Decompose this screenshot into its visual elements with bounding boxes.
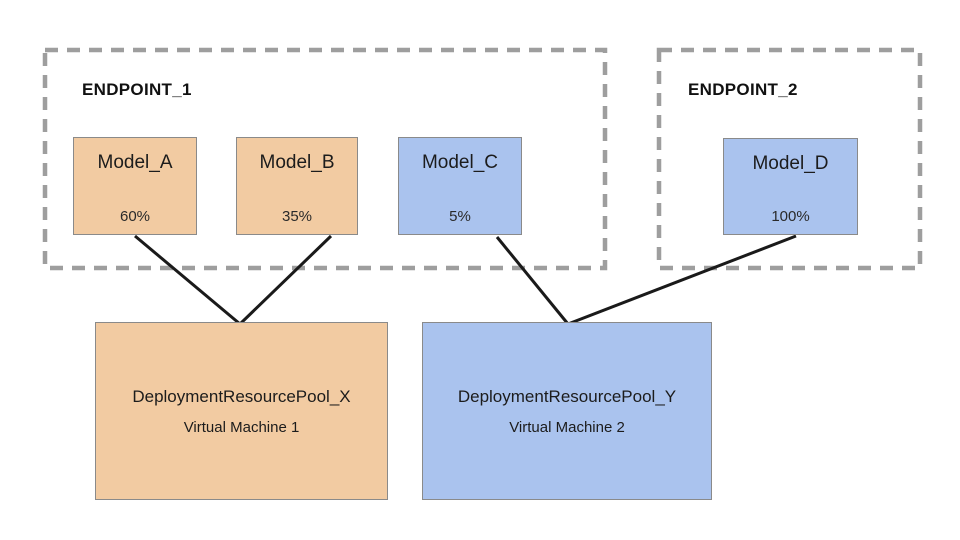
deployment-resource-pool-x-box: DeploymentResourcePool_X Virtual Machine… xyxy=(95,322,388,500)
endpoint-1-boundary xyxy=(42,47,608,271)
model-c-box: Model_C 5% xyxy=(398,137,522,235)
model-a-traffic-split: 60% xyxy=(119,208,151,225)
model-b-traffic-split: 35% xyxy=(281,208,313,225)
model-c-name: Model_C xyxy=(421,152,499,173)
model-b-box: Model_B 35% xyxy=(236,137,358,235)
pool-x-name: DeploymentResourcePool_X xyxy=(132,386,351,406)
model-a-box: Model_A 60% xyxy=(73,137,197,235)
endpoint-2-boundary xyxy=(656,47,923,271)
deployment-resource-pool-y-box: DeploymentResourcePool_Y Virtual Machine… xyxy=(422,322,712,500)
pool-x-machine: Virtual Machine 1 xyxy=(183,418,300,436)
pool-y-name: DeploymentResourcePool_Y xyxy=(457,386,677,406)
model-d-traffic-split: 100% xyxy=(771,208,810,225)
line-model-d-to-pool-y xyxy=(567,234,797,326)
model-d-name: Model_D xyxy=(752,153,829,174)
line-model-b-to-pool-x xyxy=(238,234,333,326)
model-b-name: Model_B xyxy=(259,152,335,173)
line-model-c-to-pool-y xyxy=(495,236,570,325)
endpoint-1-label: ENDPOINT_1 xyxy=(82,80,192,99)
model-c-traffic-split: 5% xyxy=(449,208,471,225)
model-a-name: Model_A xyxy=(97,152,173,173)
model-d-box: Model_D 100% xyxy=(723,138,858,235)
line-model-a-to-pool-x xyxy=(134,234,241,326)
pool-y-machine: Virtual Machine 2 xyxy=(509,418,625,436)
endpoint-2-label: ENDPOINT_2 xyxy=(688,80,798,99)
